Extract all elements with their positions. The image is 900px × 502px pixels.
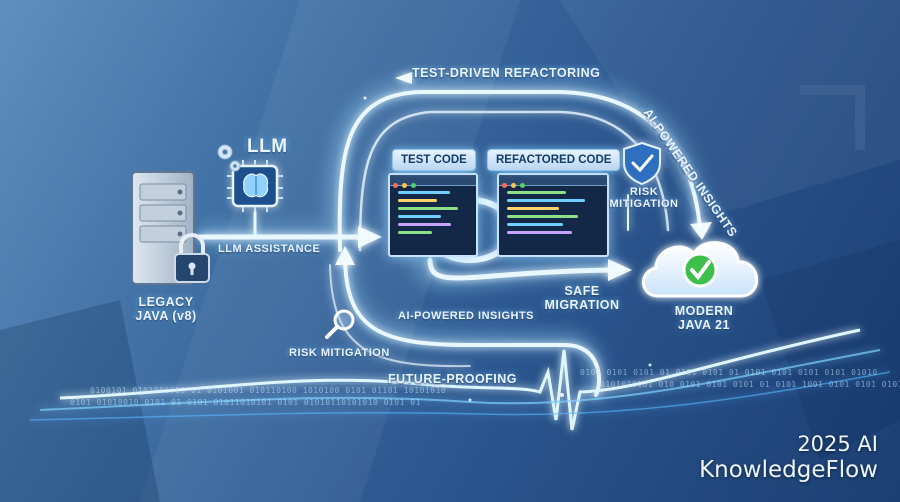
modern-line2: JAVA 21 bbox=[678, 318, 730, 332]
safe-migration-label: SAFE MIGRATION bbox=[532, 284, 632, 312]
bg-panel bbox=[560, 0, 900, 220]
ai-insights-bottom-label: AI-POWERED INSIGHTS bbox=[398, 310, 535, 322]
legacy-label-line2: JAVA (v8) bbox=[135, 309, 197, 323]
risk-top-line1: RISK bbox=[629, 186, 659, 198]
safe-line2: MIGRATION bbox=[544, 298, 620, 312]
test-driven-refactoring-label: TEST-DRIVEN REFACTORING bbox=[412, 66, 601, 80]
magnifier-icon bbox=[325, 309, 355, 339]
arrowheads bbox=[335, 72, 712, 281]
modern-line1: MODERN bbox=[674, 304, 734, 318]
waveform bbox=[29, 328, 891, 431]
binary-stream-row: 0101 0101 0101 01 0101 0101 01 0101 0101… bbox=[580, 368, 878, 377]
shield-check-icon bbox=[623, 141, 661, 186]
risk-mitigation-top-label: RISK MITIGATION bbox=[604, 186, 684, 210]
refactored-code-panel bbox=[497, 173, 609, 257]
future-proofing-label: FUTURE-PROOFING bbox=[388, 372, 518, 386]
binary-stream-row: 0101 01010010 0101 01 0101 01011010101 0… bbox=[70, 398, 421, 407]
legacy-java-label: LEGACY JAVA (v8) bbox=[118, 295, 214, 323]
brand-line1: 2025 AI bbox=[797, 432, 878, 456]
legacy-label-line1: LEGACY bbox=[138, 295, 194, 309]
refactored-code-pill: REFACTORED CODE bbox=[487, 149, 621, 171]
bg-bracket bbox=[800, 85, 865, 150]
lock-icon bbox=[174, 233, 210, 283]
bg-panel bbox=[0, 300, 160, 502]
binary-stream-row: 0100101 0101001010 01 0101001 010110100 … bbox=[90, 386, 447, 395]
cloud-check-icon bbox=[642, 241, 759, 298]
bg-panel bbox=[760, 240, 900, 460]
test-code-panel bbox=[388, 173, 478, 257]
llm-assistance-label: LLM ASSISTANCE bbox=[218, 243, 321, 255]
binary-stream-row: 0101010101 010 0101 0101 0101 01 0101 10… bbox=[600, 380, 900, 389]
safe-line1: SAFE bbox=[564, 284, 600, 298]
bg-panel bbox=[140, 0, 520, 502]
test-code-pill: TEST CODE bbox=[392, 149, 476, 171]
modern-java-label: MODERN JAVA 21 bbox=[656, 304, 752, 332]
brand-line2: KnowledgeFlow bbox=[699, 457, 878, 483]
llm-chip-icon bbox=[227, 160, 283, 212]
llm-label: LLM bbox=[247, 136, 288, 157]
risk-mitigation-bottom-label: RISK MITIGATION bbox=[289, 347, 390, 359]
gear-icon bbox=[217, 144, 241, 172]
risk-top-line2: MITIGATION bbox=[609, 198, 679, 210]
flow-lines bbox=[197, 90, 702, 397]
